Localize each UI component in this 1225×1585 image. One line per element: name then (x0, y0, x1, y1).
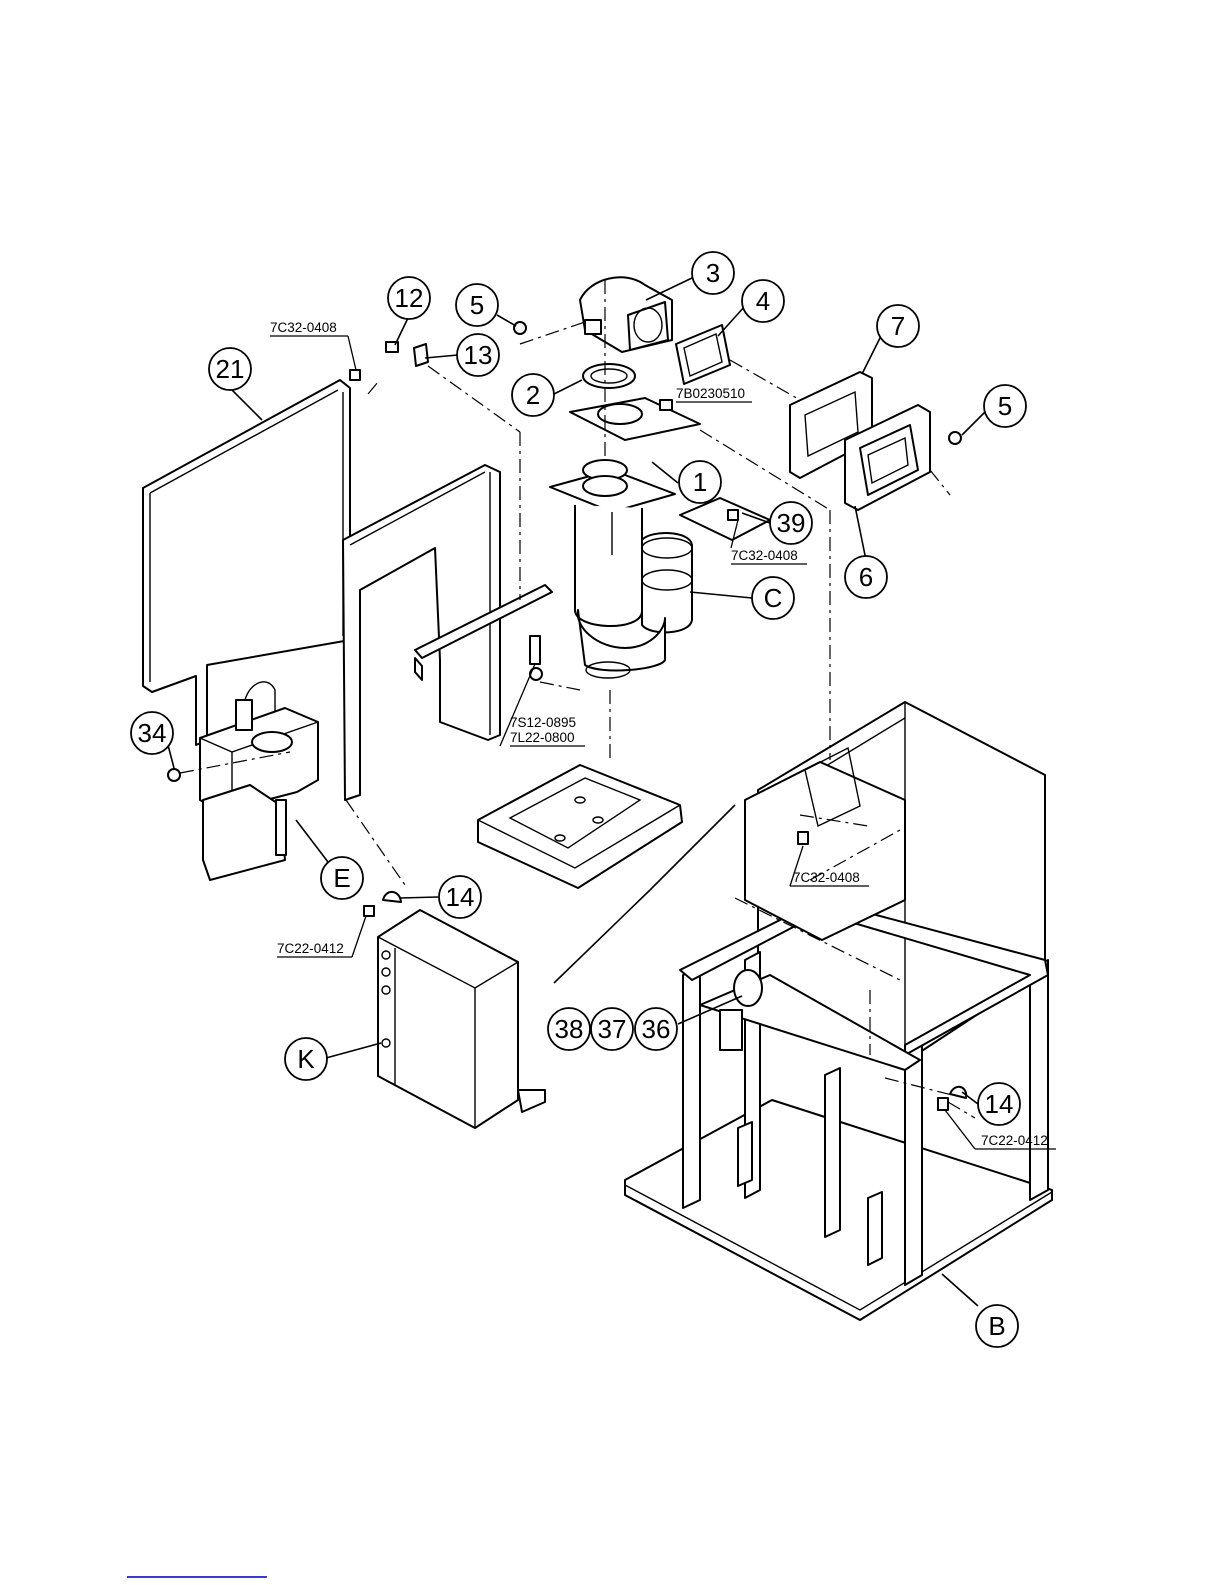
svg-text:1: 1 (693, 467, 707, 497)
cyclone-assembly (550, 277, 770, 678)
callout-14-left: 14 (439, 876, 481, 918)
svg-text:34: 34 (138, 718, 167, 748)
callout-5-right: 5 (984, 385, 1026, 427)
svg-text:13: 13 (464, 340, 493, 370)
callout-36: 36 (635, 1008, 677, 1050)
gasket-4 (676, 325, 730, 384)
callout-e: E (321, 857, 363, 899)
callout-38: 38 (548, 1008, 590, 1050)
callout-13: 13 (457, 334, 499, 376)
pn-7c32-0408-mid: 7C32-0408 (793, 870, 860, 885)
svg-text:5: 5 (998, 391, 1012, 421)
svg-text:K: K (297, 1044, 315, 1074)
pn-7c22-0412-left: 7C22-0412 (277, 941, 344, 956)
svg-text:5: 5 (470, 290, 484, 320)
drain-tray (478, 765, 682, 888)
callout-6: 6 (845, 556, 887, 598)
svg-text:B: B (988, 1311, 1005, 1341)
pn-7c32-0408-right: 7C32-0408 (731, 548, 798, 563)
svg-text:12: 12 (395, 283, 424, 313)
pn-7c22-0412-right: 7C22-0412 (981, 1133, 1048, 1148)
callout-3: 3 (692, 252, 734, 294)
tank-e (200, 682, 318, 880)
svg-text:36: 36 (642, 1014, 671, 1044)
pn-7s12-0895: 7S12-0895 (510, 715, 576, 730)
svg-text:C: C (764, 583, 783, 613)
callout-1: 1 (679, 461, 721, 503)
svg-text:7: 7 (891, 311, 905, 341)
svg-text:39: 39 (777, 508, 806, 538)
svg-text:E: E (333, 863, 350, 893)
svg-text:2: 2 (526, 380, 540, 410)
callout-7: 7 (877, 305, 919, 347)
chassis-b (625, 702, 1052, 1320)
callout-5-top: 5 (456, 284, 498, 326)
page-link-underline[interactable] (127, 1576, 267, 1578)
svg-text:4: 4 (756, 286, 770, 316)
callout-21: 21 (209, 348, 251, 390)
pn-7l22-0800: 7L22-0800 (510, 730, 575, 745)
svg-text:38: 38 (555, 1014, 584, 1044)
inner-frame (343, 465, 552, 800)
electrical-box-k (378, 910, 545, 1128)
svg-text:21: 21 (216, 354, 245, 384)
pn-7c32-0408-top: 7C32-0408 (270, 320, 337, 335)
svg-text:3: 3 (706, 258, 720, 288)
svg-text:14: 14 (446, 882, 475, 912)
callout-k: K (285, 1038, 327, 1080)
callout-37: 37 (591, 1008, 633, 1050)
pn-7b0230510: 7B0230510 (676, 386, 745, 401)
svg-text:37: 37 (598, 1014, 627, 1044)
callout-39: 39 (770, 502, 812, 544)
callout-b: B (976, 1305, 1018, 1347)
callout-2: 2 (512, 374, 554, 416)
callout-14-right: 14 (978, 1083, 1020, 1125)
panel-21 (143, 380, 350, 745)
callout-c: C (752, 577, 794, 619)
svg-text:14: 14 (985, 1089, 1014, 1119)
callout-12: 12 (388, 277, 430, 319)
callout-34: 34 (131, 712, 173, 754)
callout-4: 4 (742, 280, 784, 322)
svg-text:6: 6 (859, 562, 873, 592)
